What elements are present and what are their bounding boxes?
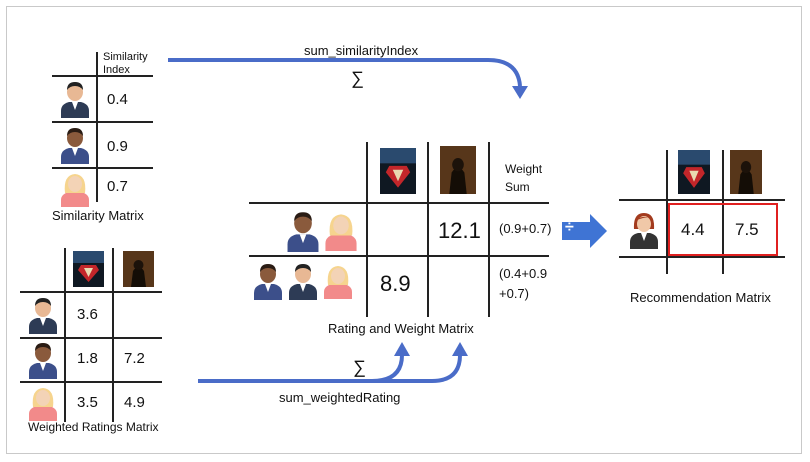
divide-symbol: ÷	[565, 219, 574, 236]
user-redhead-icon	[630, 213, 658, 249]
user-dark-skin-icon	[29, 343, 57, 379]
user-dark-hair-icon	[61, 82, 89, 118]
grid-line	[20, 337, 162, 339]
similarity-value: 0.4	[107, 91, 128, 108]
sum-similarity-label: sum_similarityIndex	[304, 43, 419, 58]
movie-poster-superman-icon	[678, 150, 710, 194]
similarity-matrix-caption: Similarity Matrix	[52, 208, 144, 223]
similarity-value: 0.7	[107, 178, 128, 195]
sum-weighted-arrowhead-2	[452, 342, 468, 356]
user-dark-skin-icon	[254, 264, 282, 300]
grid-line	[20, 291, 162, 293]
weighted-rating-value: 4.9	[124, 394, 145, 411]
recommendation-value: 7.5	[735, 220, 759, 239]
recommendation-matrix-caption: Recommendation Matrix	[630, 290, 771, 305]
diagram-frame	[6, 6, 802, 454]
sum-similarity-arrow	[168, 58, 522, 87]
user-dark-skin-icon	[61, 128, 89, 164]
grid-line	[366, 142, 368, 317]
recommendation-highlight-box	[668, 203, 778, 256]
weighted-rating-value: 3.5	[77, 394, 98, 411]
grid-line	[52, 167, 153, 169]
grid-line	[64, 248, 66, 422]
rating-sum-value: 8.9	[380, 271, 411, 296]
grid-line	[619, 199, 785, 201]
grid-line	[20, 381, 162, 383]
grid-line	[96, 52, 98, 202]
weight-sum-value: (0.4+0.9 +0.7)	[499, 266, 548, 301]
rating-weight-caption: Rating and Weight Matrix	[328, 321, 474, 336]
user-dark-skin-icon	[287, 212, 319, 252]
rating-sum-value: 12.1	[438, 218, 481, 243]
movie-poster-batman-icon	[440, 146, 476, 194]
grid-line	[249, 202, 549, 204]
sum-weighted-label: sum_weightedRating	[279, 390, 401, 405]
user-dark-hair-icon	[29, 298, 57, 334]
movie-poster-batman-icon	[123, 251, 154, 287]
recommendation-value: 4.4	[681, 220, 705, 239]
weighted-rating-value: 3.6	[77, 306, 98, 323]
weighted-rating-value: 1.8	[77, 350, 98, 367]
grid-line	[722, 150, 724, 274]
sum-weighted-arrow	[198, 354, 404, 383]
similarity-value: 0.9	[107, 138, 128, 155]
user-dark-hair-icon	[289, 264, 317, 300]
weighted-rating-value: 7.2	[124, 350, 145, 367]
weighted-ratings-caption: Weighted Ratings Matrix	[28, 420, 159, 434]
movie-poster-batman-icon	[730, 150, 762, 194]
weight-sum-value: (0.9+0.7)	[499, 221, 552, 236]
grid-line	[249, 255, 549, 257]
grid-line	[488, 142, 490, 317]
user-blonde-icon	[61, 174, 89, 207]
user-blonde-icon	[325, 214, 357, 251]
sum-similarity-arrowhead	[512, 86, 528, 99]
grid-line	[666, 150, 668, 274]
sum-weighted-arrowhead-1	[394, 342, 410, 356]
sum-weighted-arrow-2	[372, 354, 462, 383]
weight-sum-header: Weight Sum	[505, 162, 543, 194]
grid-line	[619, 256, 785, 258]
sum-similarity-symbol: ∑	[351, 68, 364, 88]
grid-line	[112, 248, 114, 422]
grid-line	[52, 75, 153, 77]
similarity-index-header: Similarity Index	[103, 51, 148, 76]
grid-line	[52, 121, 153, 123]
grid-line	[427, 142, 429, 317]
movie-poster-superman-icon	[73, 251, 104, 287]
divide-arrow	[562, 214, 607, 248]
movie-poster-superman-icon	[380, 148, 416, 194]
sum-weighted-symbol: ∑	[353, 357, 366, 377]
user-blonde-icon	[29, 388, 57, 421]
user-blonde-icon	[324, 266, 352, 299]
